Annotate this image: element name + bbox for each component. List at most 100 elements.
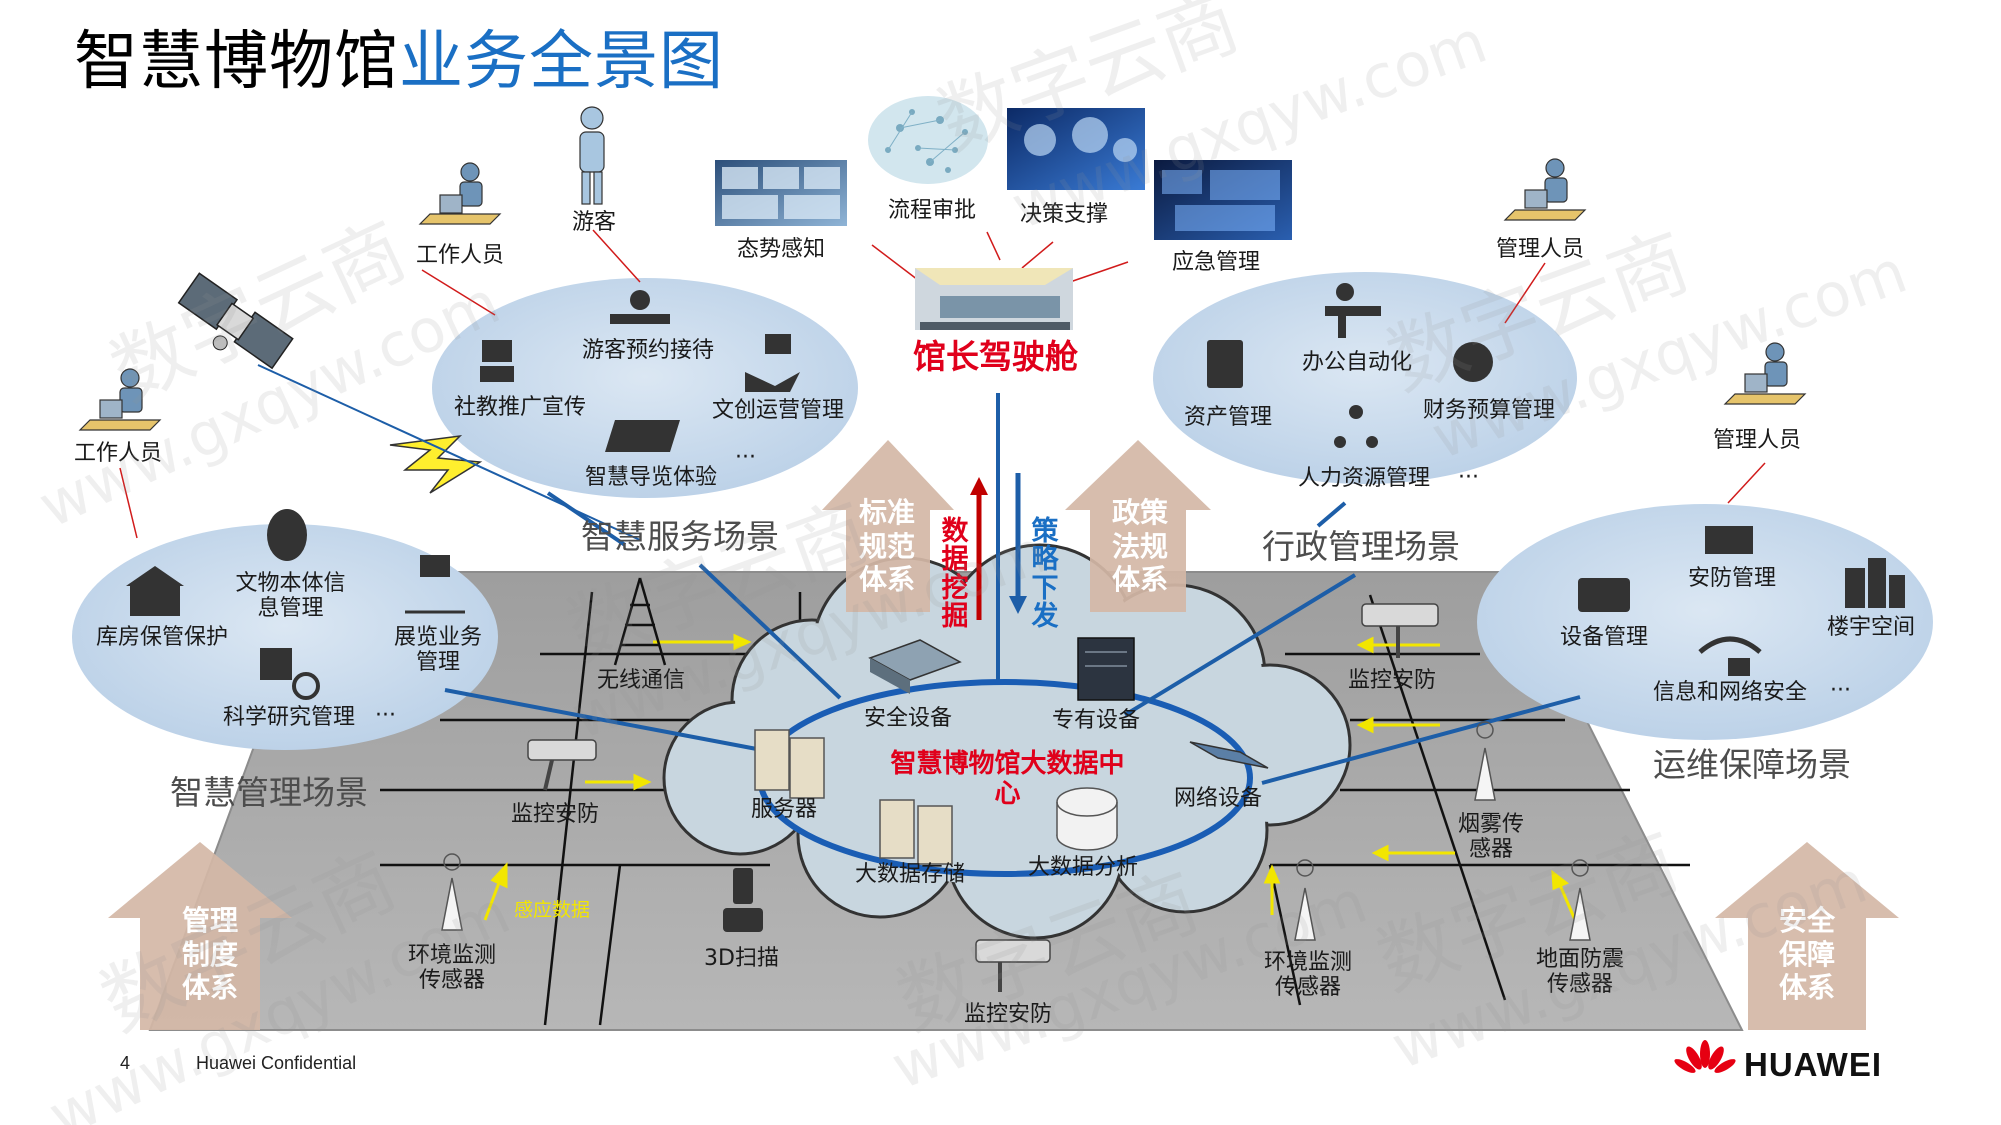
staff-icon-2 bbox=[78, 368, 162, 431]
field-monitor-1: 监控安防 bbox=[511, 802, 600, 827]
field-sensing: 感应数据 bbox=[514, 899, 591, 921]
reception-icon bbox=[610, 290, 670, 324]
relic-icon bbox=[267, 509, 307, 561]
field-quake: 地面防震传感器 bbox=[1535, 947, 1624, 998]
staff-label-2: 工作人员 bbox=[74, 441, 163, 466]
server-icon bbox=[754, 729, 825, 799]
visitor-label: 游客 bbox=[572, 210, 617, 235]
emergency-image bbox=[1154, 160, 1292, 240]
pillar-law-label: 政策法规体系 bbox=[1111, 496, 1168, 597]
title-part2: 业务全景图 bbox=[399, 25, 724, 99]
admin-label-2: 管理人员 bbox=[1713, 428, 1802, 453]
admin-more: ··· bbox=[1458, 465, 1479, 490]
lightning-icon bbox=[389, 434, 483, 494]
field-monitor-2: 监控安防 bbox=[1348, 668, 1437, 693]
title-part1: 智慧博物馆 bbox=[74, 25, 399, 99]
policy-label: 策略下发 bbox=[1031, 516, 1059, 633]
admin-bubble bbox=[1153, 272, 1577, 484]
pillar-law bbox=[1065, 440, 1211, 612]
research-icon bbox=[260, 648, 320, 700]
scanner-icon bbox=[723, 868, 763, 932]
field-wireless: 无线通信 bbox=[597, 668, 686, 693]
ops-security: 安防管理 bbox=[1688, 566, 1777, 591]
page-title: 智慧博物馆业务全景图 bbox=[74, 24, 724, 101]
camera-icon-3 bbox=[975, 939, 1051, 992]
device-mgmt-icon bbox=[1578, 578, 1630, 612]
cockpit-label: 馆长驾驶舱 bbox=[913, 337, 1078, 376]
staff-icon-1 bbox=[418, 162, 502, 225]
manage-bubble bbox=[72, 524, 498, 750]
huawei-wordmark: HUAWEI bbox=[1744, 1046, 1882, 1083]
finance-icon bbox=[1453, 342, 1493, 382]
security-mgmt-icon bbox=[1705, 526, 1753, 554]
field-monitor-3: 监控安防 bbox=[964, 1002, 1053, 1027]
network-security-icon bbox=[1698, 636, 1762, 676]
wireless-tower-icon bbox=[613, 577, 667, 666]
sensing-arrows bbox=[483, 633, 1577, 921]
admin-icon-1 bbox=[1503, 158, 1587, 221]
admin-icon-2 bbox=[1723, 342, 1807, 405]
center-line2: 心 bbox=[994, 778, 1021, 809]
pillar-manage-label: 管理制度体系 bbox=[181, 904, 238, 1005]
field-smoke: 烟雾传感器 bbox=[1457, 812, 1524, 863]
pillar-standard-label: 标准规范体系 bbox=[858, 496, 915, 597]
cloud-security-device: 安全设备 bbox=[864, 706, 953, 731]
scene-admin: 行政管理场景 bbox=[1262, 527, 1460, 566]
manage-relic: 文物本体信息管理 bbox=[235, 571, 346, 622]
service-bubble bbox=[432, 278, 858, 498]
camera-icon-1 bbox=[527, 739, 597, 791]
network-device-icon bbox=[1189, 741, 1269, 769]
decision-label: 决策支撑 bbox=[1020, 202, 1109, 227]
cockpit-image bbox=[915, 268, 1073, 330]
service-cultural: 文创运营管理 bbox=[712, 398, 845, 423]
ops-network: 信息和网络安全 bbox=[1653, 680, 1808, 705]
service-reception: 游客预约接待 bbox=[582, 338, 715, 363]
scene-manage: 智慧管理场景 bbox=[170, 773, 368, 812]
special-device-icon bbox=[1077, 637, 1135, 701]
pillar-standard bbox=[822, 440, 954, 612]
guide-icon bbox=[605, 420, 680, 452]
admin-office: 办公自动化 bbox=[1302, 350, 1413, 375]
storage-icon bbox=[879, 799, 953, 865]
ops-space: 楼宇空间 bbox=[1827, 615, 1916, 640]
ops-device: 设备管理 bbox=[1560, 625, 1649, 650]
hr-icon bbox=[1334, 405, 1378, 448]
office-icon bbox=[1325, 283, 1381, 338]
page-number: 4 bbox=[120, 1053, 131, 1073]
center-title: 智慧博物馆大数据中心 bbox=[870, 749, 1145, 810]
satellite-icon bbox=[177, 272, 294, 370]
field-env-2: 环境监测传感器 bbox=[1263, 950, 1352, 1001]
policy-arrow bbox=[1009, 473, 1027, 614]
camera-icon-2 bbox=[1361, 603, 1439, 658]
connection-lines bbox=[444, 393, 1581, 785]
admin-hr: 人力资源管理 bbox=[1298, 466, 1431, 491]
admin-asset: 资产管理 bbox=[1184, 405, 1273, 430]
asset-icon bbox=[1207, 340, 1243, 388]
service-promotion: 社教推广宣传 bbox=[454, 395, 587, 420]
visitor-icon bbox=[579, 106, 605, 205]
admin-label-1: 管理人员 bbox=[1496, 237, 1585, 262]
approval-image bbox=[868, 96, 988, 184]
manage-research: 科学研究管理 bbox=[223, 705, 356, 730]
smoke-sensor-icon bbox=[1474, 721, 1496, 801]
pillar-safety-label: 安全保障体系 bbox=[1778, 904, 1835, 1005]
ops-bubble bbox=[1477, 504, 1933, 740]
field-env-1: 环境监测传感器 bbox=[407, 943, 496, 994]
situation-label: 态势感知 bbox=[737, 237, 826, 262]
approval-label: 流程审批 bbox=[888, 198, 977, 223]
manage-exhibition: 展览业务管理 bbox=[393, 625, 482, 676]
pillar-safety bbox=[1715, 842, 1899, 1030]
service-guide: 智慧导览体验 bbox=[585, 465, 718, 490]
center-line1: 智慧博物馆大数据中 bbox=[890, 749, 1125, 779]
promotion-icon bbox=[480, 340, 514, 382]
warehouse-icon bbox=[126, 566, 184, 616]
confidential-note: Huawei Confidential bbox=[196, 1053, 357, 1073]
decision-image bbox=[1007, 108, 1145, 190]
ops-more: ··· bbox=[1830, 678, 1851, 703]
scene-service: 智慧服务场景 bbox=[581, 517, 779, 556]
env-sensor-icon-2 bbox=[1294, 859, 1316, 941]
service-more: ··· bbox=[735, 445, 756, 470]
pillar-manage bbox=[108, 842, 292, 1030]
